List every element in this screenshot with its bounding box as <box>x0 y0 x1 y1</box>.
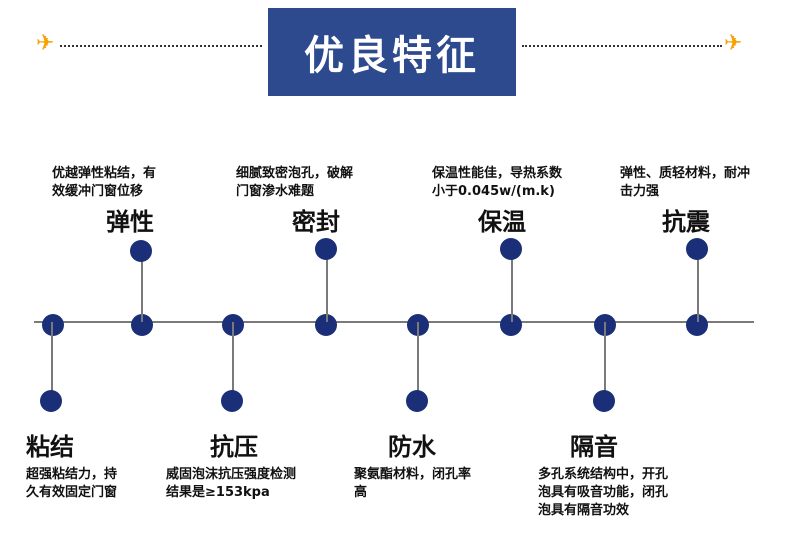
feature-insulation-heading: 保温 <box>478 208 526 236</box>
feature-dot <box>593 390 615 412</box>
feature-bonding-desc: 超强粘结力，持 久有效固定门窗 <box>26 467 118 500</box>
feature-waterproof-heading: 防水 <box>388 433 436 461</box>
feature-compression-desc: 威固泡沫抗压强度检测 结果是≥153kpa <box>166 467 297 500</box>
connector-line <box>511 250 513 322</box>
plane-icon: ✈ <box>36 31 55 56</box>
feature-sealing-heading: 密封 <box>292 208 340 236</box>
timeline-dot <box>686 314 708 336</box>
connector-line <box>232 322 234 402</box>
feature-soundproof-heading: 隔音 <box>570 433 618 461</box>
feature-dot <box>686 238 708 260</box>
timeline-dot <box>500 314 522 336</box>
feature-dot <box>130 240 152 262</box>
feature-seismic-heading: 抗震 <box>662 208 710 236</box>
timeline-dot <box>42 314 64 336</box>
feature-insulation-desc: 保温性能佳，导热系数 小于0.045w/(m.k) <box>432 166 563 199</box>
page-title: 优良特征 <box>268 8 516 96</box>
feature-soundproof-desc: 多孔系统结构中，开孔 泡具有吸音功能，闭孔 泡具有隔音功效 <box>538 467 669 518</box>
feature-dot <box>406 390 428 412</box>
feature-elasticity-desc: 优越弹性粘结，有 效缓冲门窗位移 <box>52 166 157 199</box>
decorative-dotted-line-left <box>60 45 262 47</box>
timeline-axis <box>34 321 754 323</box>
connector-line <box>697 250 699 322</box>
feature-compression-heading: 抗压 <box>210 433 258 461</box>
timeline-dot <box>315 314 337 336</box>
connector-line <box>417 322 419 402</box>
connector-line <box>326 250 328 322</box>
timeline-dot <box>131 314 153 336</box>
connector-line <box>51 322 53 402</box>
connector-line <box>141 252 143 322</box>
feature-bonding-heading: 粘结 <box>26 433 74 461</box>
feature-elasticity-heading: 弹性 <box>106 208 154 236</box>
feature-dot <box>315 238 337 260</box>
feature-dot <box>500 238 522 260</box>
decorative-dotted-line-right <box>522 45 722 47</box>
feature-dot <box>221 390 243 412</box>
feature-sealing-desc: 细腻致密泡孔，破解 门窗渗水难题 <box>236 166 354 199</box>
plane-icon: ✈ <box>724 31 743 56</box>
feature-waterproof-desc: 聚氨酯材料，闭孔率 高 <box>354 467 472 500</box>
feature-seismic-desc: 弹性、质轻材料，耐冲 击力强 <box>620 166 751 199</box>
connector-line <box>604 322 606 402</box>
feature-dot <box>40 390 62 412</box>
